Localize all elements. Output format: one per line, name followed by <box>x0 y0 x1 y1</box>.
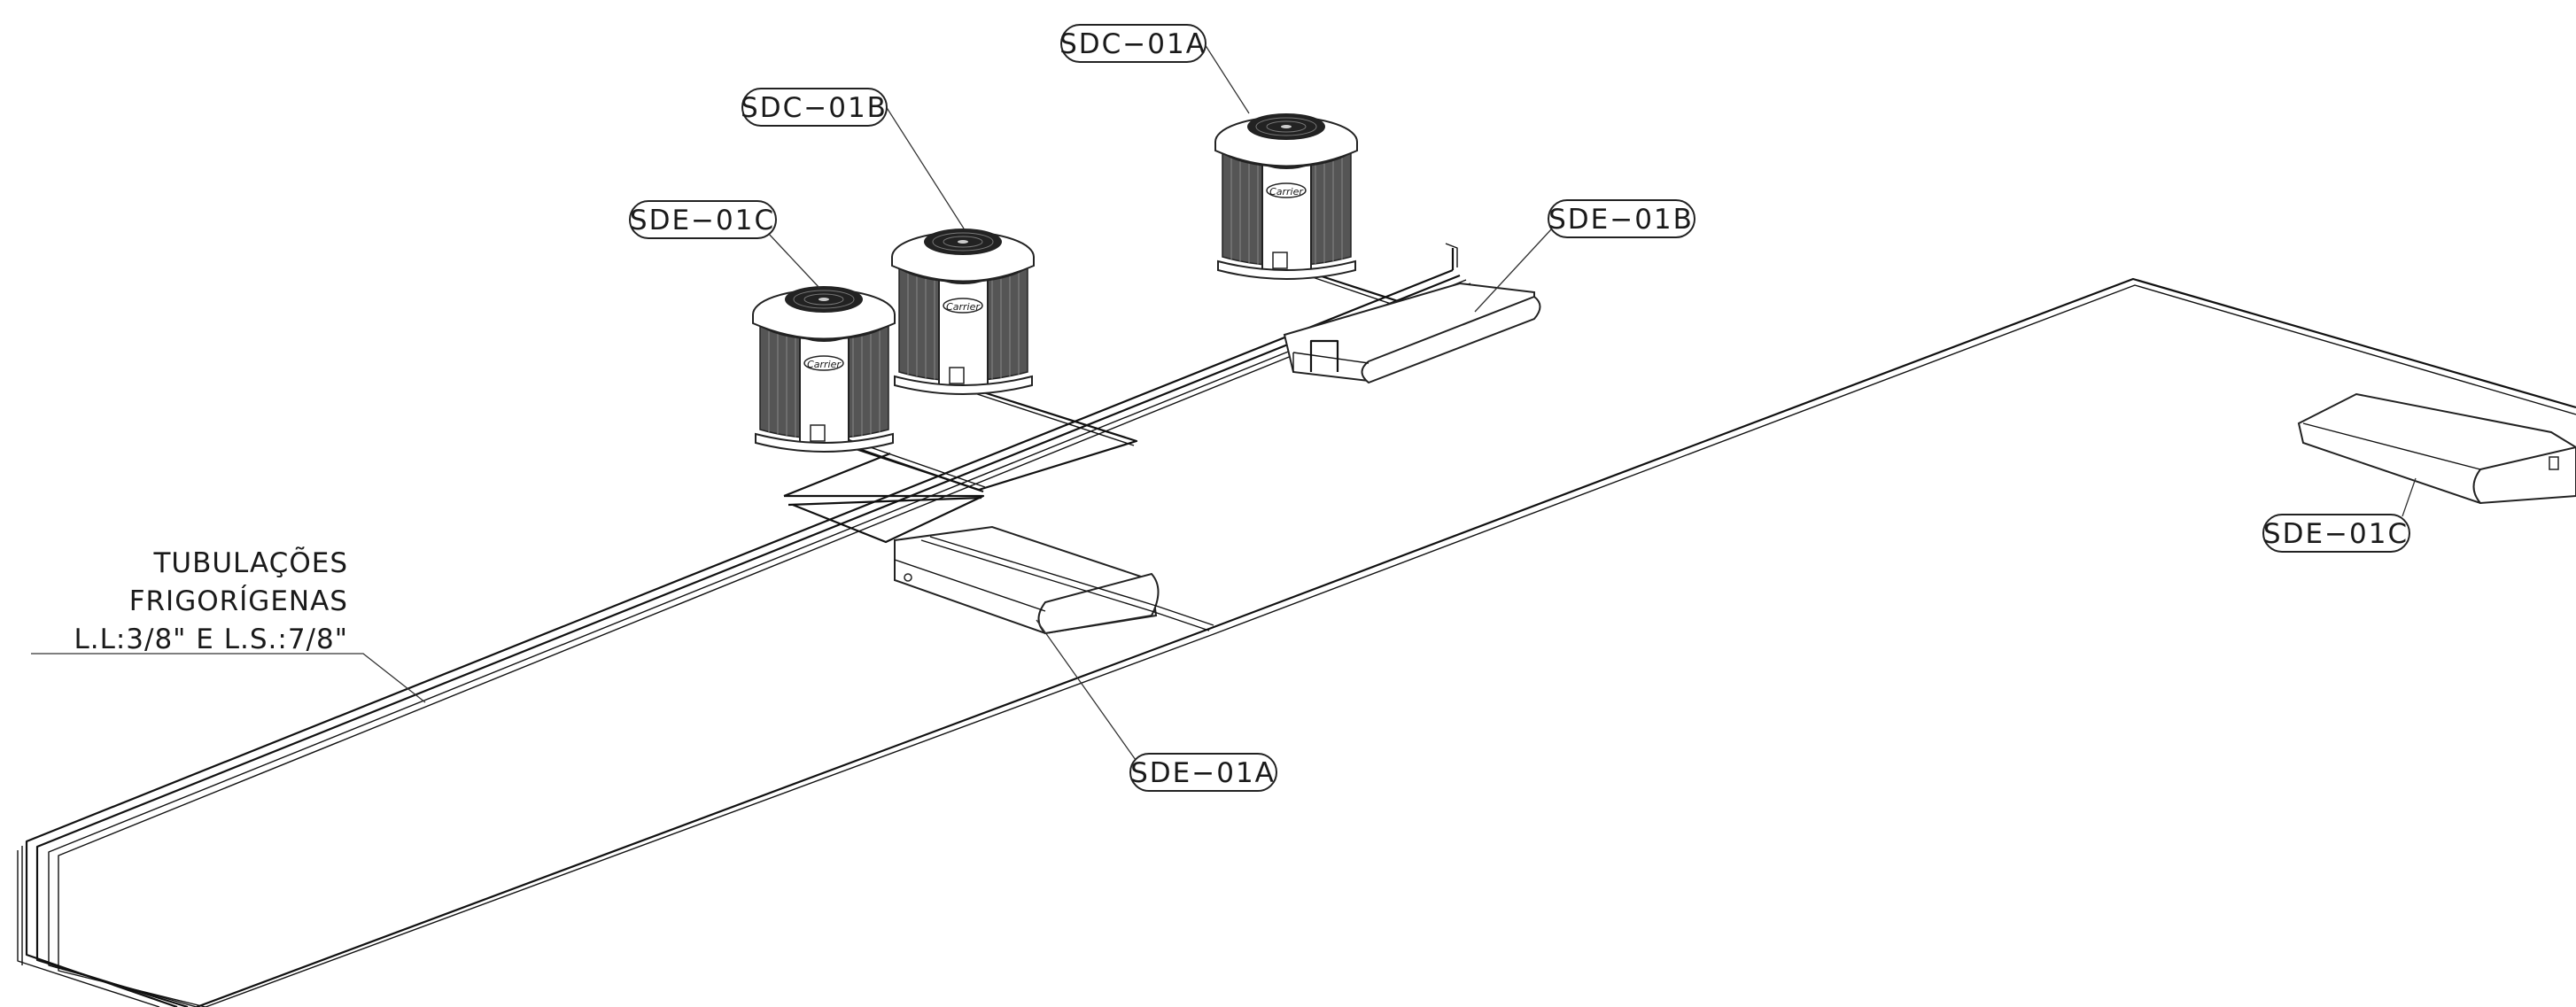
leader-lines <box>31 43 2417 761</box>
tag-sde-01b: SDE−01B <box>1548 199 1695 238</box>
evaporator-sde-01b <box>1283 282 1541 384</box>
evaporator-sde-01c <box>2297 392 2576 505</box>
tag-sde-01a: SDE−01A <box>1129 753 1277 792</box>
tag-sdc-01b: SDC−01B <box>741 88 888 127</box>
condenser-sdc-01a: Carrier <box>1214 112 1358 280</box>
tag-sde-01c-top-text: SDE−01C <box>630 205 775 236</box>
evaporator-sde-01a <box>894 525 1214 635</box>
brand-logo: Carrier <box>807 359 842 370</box>
tag-sde-01b-text: SDE−01B <box>1548 204 1694 236</box>
tag-sde-01c-right: SDE−01C <box>2262 514 2410 553</box>
pipe-note: TUBULAÇÕES FRIGORÍGENAS L.L:3/8" E L.S.:… <box>74 546 348 655</box>
tag-sde-01c-top: SDE−01C <box>629 200 777 239</box>
brand-logo: Carrier <box>946 301 981 313</box>
tag-sdc-01a: SDC−01A <box>1059 24 1207 63</box>
tag-sde-01c-right-text: SDE−01C <box>2263 518 2409 550</box>
brand-logo: Carrier <box>1269 186 1304 198</box>
tag-sde-01a-text: SDE−01A <box>1130 757 1276 789</box>
condenser-sdc-01b: Carrier <box>891 228 1035 395</box>
pipe-route-main <box>17 268 2576 1007</box>
tag-sdc-01b-text: SDC−01B <box>741 92 888 124</box>
pipe-note-line1: TUBULAÇÕES <box>152 546 348 579</box>
tag-sdc-01a-text: SDC−01A <box>1059 28 1207 60</box>
pipe-note-line2: FRIGORÍGENAS <box>129 585 348 617</box>
condenser-sde-01c: Carrier <box>752 285 896 453</box>
pipe-note-line3: L.L:3/8" E L.S.:7/8" <box>74 624 348 655</box>
